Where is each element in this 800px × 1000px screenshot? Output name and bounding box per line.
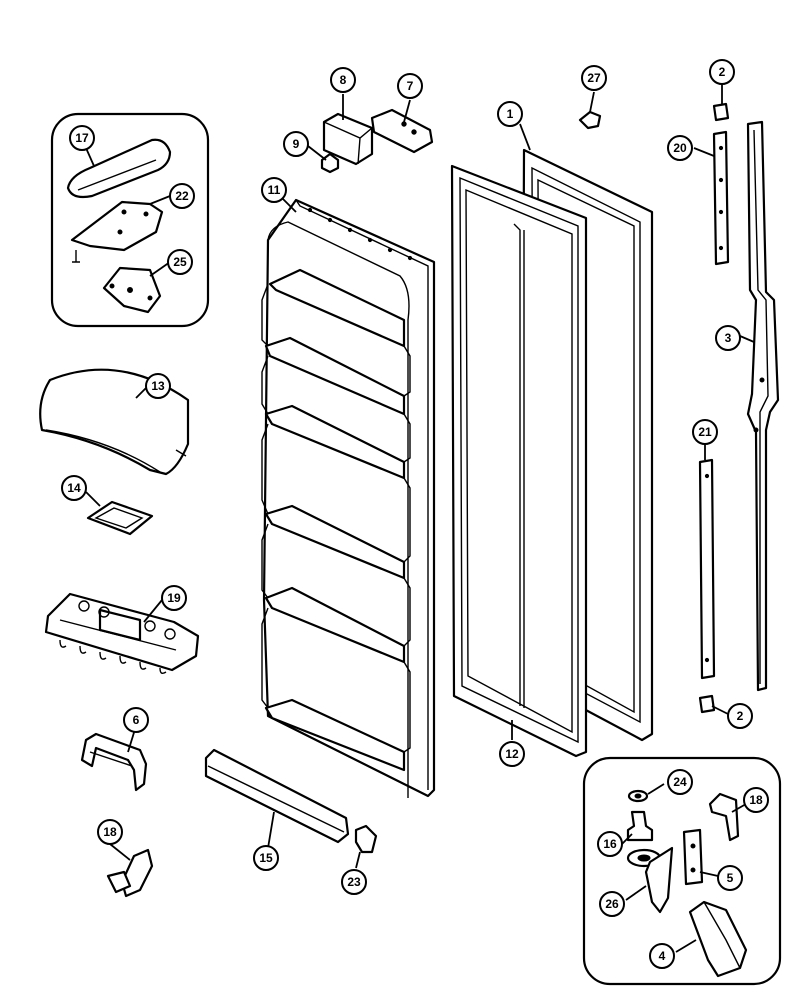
part-12-door-gasket bbox=[450, 164, 588, 758]
svg-text:17: 17 bbox=[75, 131, 89, 145]
callout-21: 21 bbox=[692, 419, 718, 445]
callout-12: 12 bbox=[499, 741, 525, 767]
part-27-cap bbox=[578, 110, 602, 130]
callout-22: 22 bbox=[169, 183, 195, 209]
inset-bottom-right bbox=[582, 756, 782, 986]
part-4-hinge-cover bbox=[688, 900, 748, 978]
svg-text:21: 21 bbox=[698, 425, 712, 439]
svg-text:2: 2 bbox=[719, 65, 726, 79]
part-5-shim bbox=[682, 828, 704, 886]
svg-text:14: 14 bbox=[67, 481, 81, 495]
part-7-hinge bbox=[370, 108, 434, 154]
part-16-pin bbox=[626, 810, 654, 842]
part-21-reinforcement bbox=[698, 458, 716, 680]
callout-6: 6 bbox=[123, 707, 149, 733]
callout-2-top: 2 bbox=[709, 59, 735, 85]
callout-2-bottom: 2 bbox=[727, 703, 753, 729]
svg-text:27: 27 bbox=[587, 71, 601, 85]
callout-25: 25 bbox=[167, 249, 193, 275]
part-18-hinge-bracket-right bbox=[708, 792, 740, 842]
part-17-cover bbox=[66, 138, 172, 199]
svg-text:5: 5 bbox=[727, 871, 734, 885]
callout-11: 11 bbox=[261, 177, 287, 203]
part-22-bracket bbox=[70, 200, 164, 252]
svg-text:12: 12 bbox=[505, 747, 519, 761]
svg-text:9: 9 bbox=[293, 137, 300, 151]
callout-16: 16 bbox=[597, 831, 623, 857]
part-2-end-cap-top bbox=[712, 102, 730, 122]
callout-7: 7 bbox=[397, 73, 423, 99]
svg-text:20: 20 bbox=[673, 141, 687, 155]
svg-text:8: 8 bbox=[340, 73, 347, 87]
part-3-door-handle bbox=[746, 120, 780, 692]
callout-5: 5 bbox=[717, 865, 743, 891]
svg-text:19: 19 bbox=[167, 591, 181, 605]
svg-text:24: 24 bbox=[673, 775, 687, 789]
callout-3: 3 bbox=[715, 325, 741, 351]
callout-1: 1 bbox=[497, 101, 523, 127]
inset-top-left bbox=[50, 112, 210, 328]
callout-13: 13 bbox=[145, 373, 171, 399]
svg-text:6: 6 bbox=[133, 713, 140, 727]
callout-19: 19 bbox=[161, 585, 187, 611]
svg-text:11: 11 bbox=[268, 183, 281, 197]
callout-24: 24 bbox=[667, 769, 693, 795]
part-15-kick-strip bbox=[204, 748, 350, 844]
svg-text:25: 25 bbox=[173, 255, 187, 269]
callout-15: 15 bbox=[253, 845, 279, 871]
callout-27: 27 bbox=[581, 65, 607, 91]
callout-20: 20 bbox=[667, 135, 693, 161]
leader-lines bbox=[85, 84, 755, 953]
part-23-screw bbox=[354, 824, 378, 854]
callout-26: 26 bbox=[599, 891, 625, 917]
callout-17: 17 bbox=[69, 125, 95, 151]
callout-23: 23 bbox=[341, 869, 367, 895]
part-19-egg-tray bbox=[44, 592, 200, 675]
callout-18-right: 18 bbox=[743, 787, 769, 813]
svg-text:18: 18 bbox=[749, 793, 763, 807]
part-26-hinge bbox=[626, 846, 674, 914]
part-8-hinge-cover bbox=[322, 112, 374, 166]
part-20-reinforcement bbox=[712, 130, 730, 266]
svg-text:3: 3 bbox=[725, 331, 732, 345]
part-6-handle bbox=[80, 732, 148, 792]
part-14-tray bbox=[86, 500, 154, 536]
part-2-end-cap-bottom bbox=[698, 694, 716, 714]
callout-8: 8 bbox=[330, 67, 356, 93]
callout-14: 14 bbox=[61, 475, 87, 501]
svg-text:23: 23 bbox=[347, 875, 361, 889]
svg-text:1: 1 bbox=[507, 107, 514, 121]
svg-text:4: 4 bbox=[659, 949, 666, 963]
part-11-door-liner bbox=[261, 198, 436, 798]
callout-9: 9 bbox=[283, 131, 309, 157]
callout-18-left: 18 bbox=[97, 819, 123, 845]
svg-text:13: 13 bbox=[151, 379, 165, 393]
svg-text:16: 16 bbox=[603, 837, 617, 851]
svg-text:2: 2 bbox=[737, 709, 744, 723]
part-9-screw bbox=[320, 152, 340, 174]
svg-text:7: 7 bbox=[407, 79, 414, 93]
callout-4: 4 bbox=[649, 943, 675, 969]
svg-text:26: 26 bbox=[605, 897, 619, 911]
svg-text:18: 18 bbox=[103, 825, 117, 839]
svg-text:22: 22 bbox=[175, 189, 189, 203]
svg-text:15: 15 bbox=[259, 851, 273, 865]
